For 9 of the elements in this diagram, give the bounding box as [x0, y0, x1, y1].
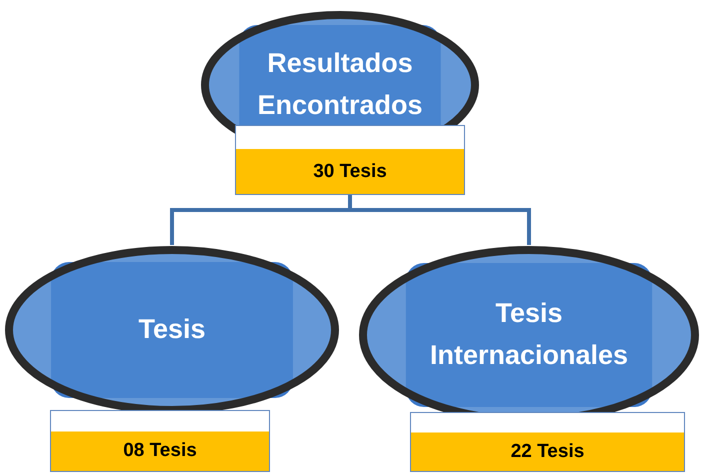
count-label: 08 Tesis: [123, 440, 197, 462]
count-box: [50, 410, 270, 472]
count-box: [410, 412, 685, 472]
count-label: 30 Tesis: [313, 160, 387, 183]
node-label: Tesis Internacionales: [428, 297, 630, 372]
node-label: Resultados Encontrados: [256, 47, 424, 122]
count-box: [235, 125, 465, 195]
node-label: Tesis: [138, 313, 206, 346]
count-label: 22 Tesis: [510, 440, 584, 463]
